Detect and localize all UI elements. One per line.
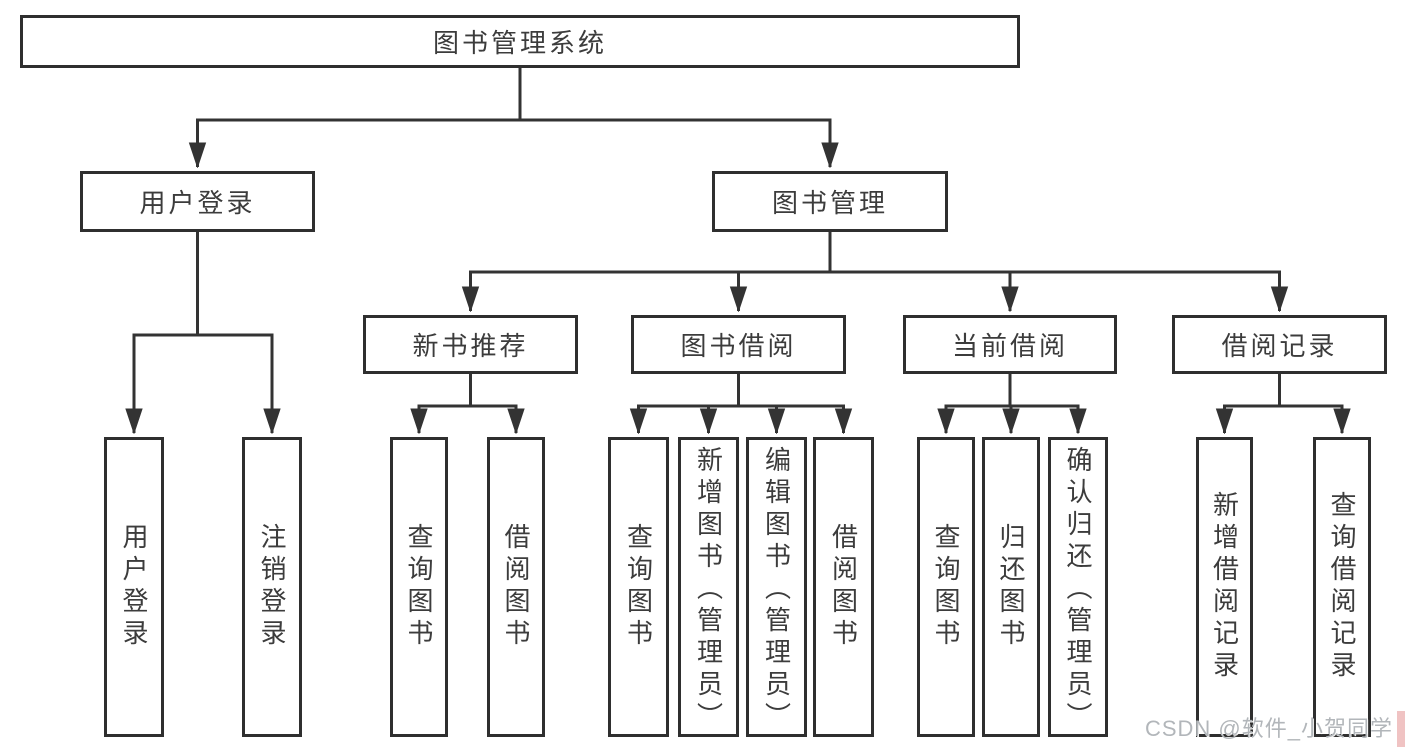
- node-leaf-add-book-admin: 新增图书（管理员）: [678, 437, 739, 737]
- watermark-accent-strip: [1397, 711, 1405, 747]
- connector-user-login-to-leaves: [133, 232, 274, 433]
- node-new-book-recommend-label: 新书推荐: [412, 331, 529, 361]
- node-book-management-label: 图书管理: [771, 188, 888, 218]
- node-leaf-query-books-3-label: 查询图书: [931, 523, 961, 651]
- node-leaf-borrow-books-1: 借阅图书: [487, 437, 545, 737]
- node-leaf-edit-book-admin: 编辑图书（管理员）: [746, 437, 807, 737]
- node-leaf-borrow-books-1-label: 借阅图书: [501, 523, 531, 651]
- node-book-borrowing: 图书借阅: [631, 315, 846, 374]
- node-leaf-add-borrow-record-label: 新增借阅记录: [1209, 491, 1240, 683]
- node-leaf-logout: 注销登录: [242, 437, 302, 737]
- node-leaf-query-books-1-label: 查询图书: [404, 523, 434, 651]
- node-user-login-label: 用户登录: [139, 188, 256, 218]
- node-leaf-add-borrow-record: 新增借阅记录: [1196, 437, 1253, 737]
- node-leaf-query-books-3: 查询图书: [917, 437, 975, 737]
- node-leaf-borrow-books-2-label: 借阅图书: [828, 523, 859, 651]
- connector-root-to-level2: [196, 68, 832, 167]
- node-leaf-return-books: 归还图书: [982, 437, 1040, 737]
- connector-new-book-recommend-to-leaves: [418, 374, 518, 433]
- node-borrowing-records-label: 借阅记录: [1221, 331, 1338, 361]
- node-current-borrowing: 当前借阅: [903, 315, 1117, 374]
- node-leaf-confirm-return-admin-label: 确认归还（管理员）: [1063, 446, 1093, 734]
- node-leaf-user-login: 用户登录: [104, 437, 164, 737]
- node-leaf-query-borrow-record-label: 查询借阅记录: [1327, 491, 1357, 683]
- node-leaf-confirm-return-admin: 确认归还（管理员）: [1048, 437, 1108, 737]
- node-leaf-query-borrow-record: 查询借阅记录: [1313, 437, 1371, 737]
- node-user-login: 用户登录: [80, 171, 315, 232]
- node-new-book-recommend: 新书推荐: [363, 315, 578, 374]
- node-leaf-edit-book-admin-label: 编辑图书（管理员）: [761, 446, 792, 734]
- node-leaf-logout-label: 注销登录: [257, 523, 287, 651]
- node-leaf-user-login-label: 用户登录: [119, 523, 149, 651]
- connector-current-borrowing-to-leaves: [945, 374, 1080, 433]
- connector-book-borrowing-to-leaves: [637, 374, 845, 433]
- node-borrowing-records: 借阅记录: [1172, 315, 1387, 374]
- node-current-borrowing-label: 当前借阅: [951, 331, 1068, 361]
- node-root-label: 图书管理系统: [432, 28, 607, 58]
- connector-book-management-to-level3: [469, 232, 1281, 311]
- watermark-text: CSDN @软件_小贺同学: [1144, 716, 1393, 741]
- node-leaf-borrow-books-2: 借阅图书: [813, 437, 874, 737]
- node-root: 图书管理系统: [20, 15, 1020, 68]
- node-book-borrowing-label: 图书借阅: [680, 331, 797, 361]
- node-leaf-query-books-1: 查询图书: [390, 437, 448, 737]
- connector-borrowing-records-to-leaves: [1223, 374, 1344, 433]
- node-leaf-query-books-2-label: 查询图书: [623, 523, 654, 651]
- node-book-management: 图书管理: [712, 171, 948, 232]
- node-leaf-query-books-2: 查询图书: [608, 437, 669, 737]
- node-leaf-add-book-admin-label: 新增图书（管理员）: [693, 446, 724, 734]
- node-leaf-return-books-label: 归还图书: [996, 523, 1026, 651]
